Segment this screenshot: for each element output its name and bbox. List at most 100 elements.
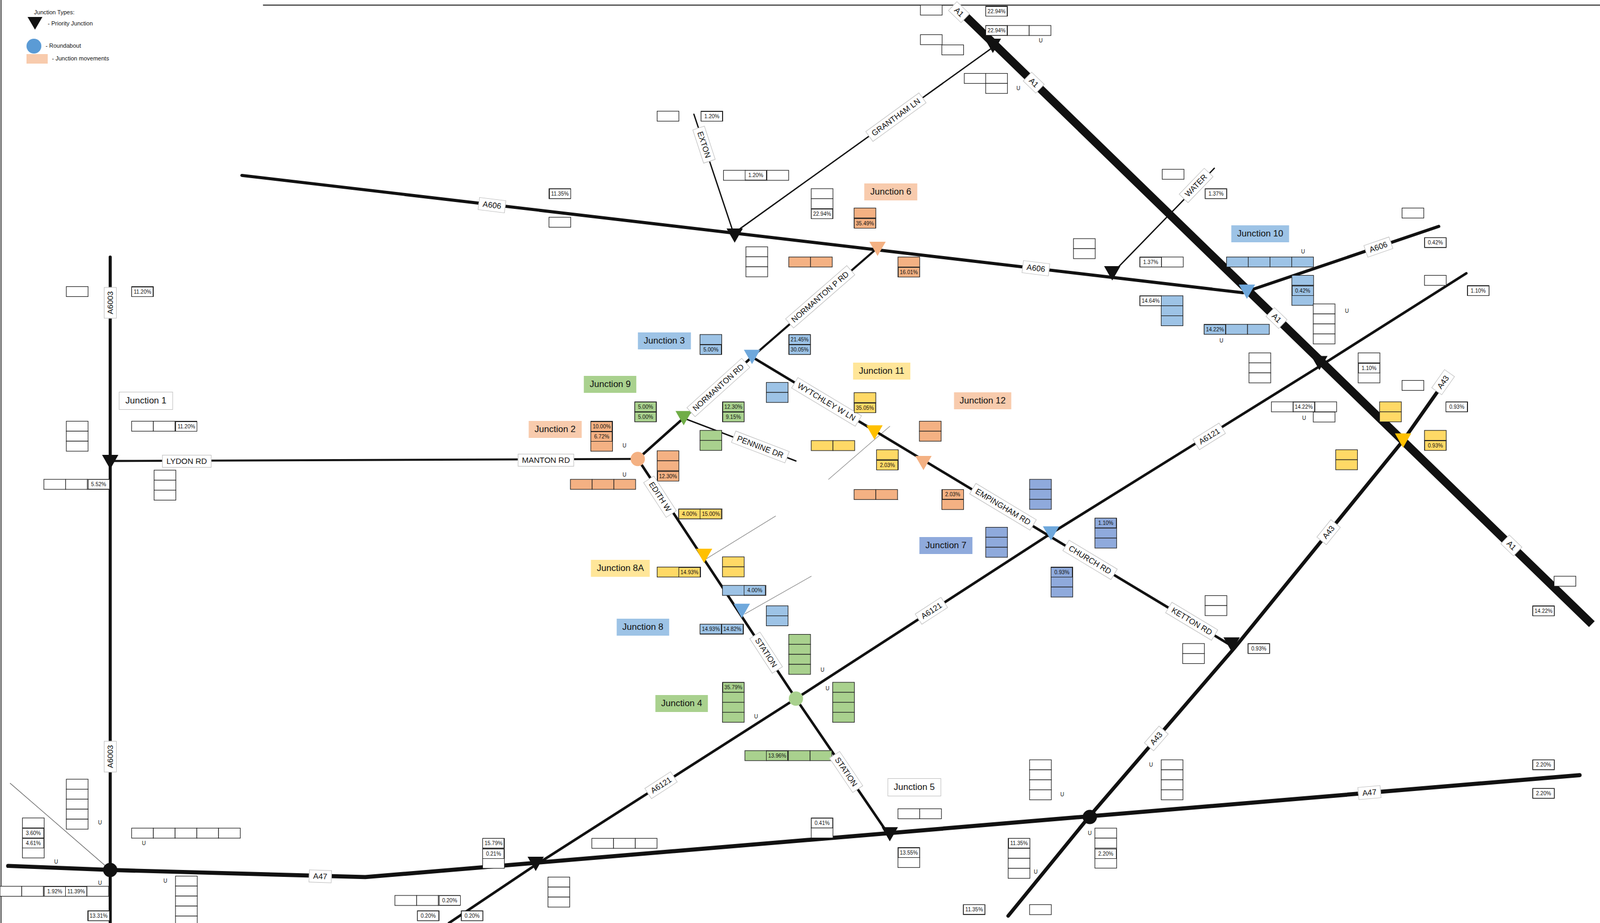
- count-cell: [1247, 324, 1270, 335]
- percentage-cell: 11.35%: [549, 188, 571, 199]
- count-cell: [1291, 275, 1314, 286]
- count-cell: [985, 73, 1008, 84]
- count-cell: [1467, 285, 1490, 296]
- legend-symbol: [26, 15, 44, 31]
- count-cell: [985, 537, 1008, 548]
- junction-label: Junction 8: [616, 618, 670, 636]
- count-cell: [832, 682, 855, 693]
- junction-label: Junction 9: [583, 375, 637, 393]
- grantham-ln-road: [734, 46, 996, 233]
- percentage-cell: 22.94%: [811, 208, 833, 219]
- junction-label: Junction 6: [864, 183, 918, 201]
- count-cell: [66, 286, 89, 297]
- road-name: A606: [477, 197, 507, 214]
- count-cell: [1291, 257, 1314, 268]
- count-cell: [154, 470, 177, 481]
- count-cell: [811, 440, 833, 451]
- count-cell: [722, 411, 745, 423]
- percentage-cell: 0.42%: [1424, 237, 1447, 248]
- count-cell: [174, 828, 197, 839]
- count-cell: [1271, 401, 1294, 412]
- count-cell: [175, 895, 198, 907]
- count-cell: [744, 750, 767, 761]
- road-name: NORMANTON P RD: [785, 265, 856, 329]
- road-name: GRANTHAM LN: [865, 92, 927, 143]
- count-cell: [745, 266, 768, 277]
- count-cell: [592, 479, 614, 490]
- count-cell: [196, 828, 219, 839]
- count-cell: [1008, 848, 1031, 859]
- percentage-cell: 4.00%: [743, 585, 766, 596]
- count-cell: [1182, 653, 1205, 664]
- percentage-cell: 0.41%: [811, 818, 833, 829]
- count-cell: [942, 499, 964, 510]
- count-cell: [1402, 207, 1424, 218]
- count-cell: [175, 885, 198, 896]
- count-cell: [1226, 257, 1249, 268]
- percentage-cell: 0.93%: [1247, 643, 1270, 654]
- count-cell: [590, 431, 613, 442]
- count-cell: [679, 567, 701, 578]
- guide-line: [10, 783, 111, 870]
- count-cell: [66, 421, 89, 432]
- road-name: EMPINGHAM RD: [969, 482, 1037, 531]
- count-cell: [1161, 305, 1183, 316]
- count-cell: [722, 566, 745, 577]
- junction-name: Junction 6: [870, 186, 912, 197]
- count-cell: [1094, 858, 1117, 869]
- road-name: PENNINE DR: [731, 430, 790, 463]
- count-cell: [788, 634, 811, 645]
- count-cell: [985, 527, 1008, 538]
- percentage-cell: 11.35%: [963, 904, 986, 915]
- count-cell: [788, 344, 811, 355]
- u-turn-mark: U: [1033, 868, 1038, 876]
- a606-road: [241, 175, 1243, 293]
- count-cell: [417, 910, 439, 921]
- percentage-cell: 5.00%: [634, 401, 657, 412]
- percentage-cell: 11.20%: [131, 286, 154, 297]
- count-cell: [699, 440, 722, 451]
- count-cell: [1445, 401, 1468, 412]
- road-name: EXTON: [692, 125, 716, 164]
- count-cell: [1073, 238, 1096, 249]
- percentage-cell: 4.61%: [22, 838, 45, 849]
- count-cell: [482, 838, 505, 849]
- percentage-cell: 2.20%: [1532, 759, 1555, 770]
- count-cell: [22, 818, 45, 829]
- priority-junction: [675, 410, 692, 426]
- count-cell: [854, 402, 876, 413]
- count-cell: [1050, 586, 1073, 597]
- count-cell: [1094, 848, 1117, 859]
- count-cell: [985, 547, 1008, 558]
- count-cell: [1291, 285, 1314, 296]
- priority-junction: [726, 228, 743, 243]
- count-cell: [745, 256, 768, 267]
- u-turn-mark: U: [754, 713, 759, 720]
- count-cell: [722, 702, 745, 713]
- count-cell: [898, 257, 920, 268]
- count-cell: [942, 489, 964, 500]
- count-cell: [854, 392, 876, 403]
- count-cell: [175, 916, 198, 923]
- legend-heading: Junction Types:: [33, 9, 75, 16]
- count-cell: [590, 421, 613, 432]
- percentage-cell: 2.03%: [876, 460, 899, 471]
- road-name: A606: [1021, 260, 1051, 277]
- priority-junction: [915, 455, 932, 471]
- count-cell: [1532, 605, 1555, 617]
- count-cell: [876, 449, 899, 460]
- count-cell: [832, 440, 855, 451]
- count-cell: [875, 489, 898, 500]
- count-cell: [590, 441, 613, 452]
- u-turn-mark: U: [1060, 791, 1065, 798]
- percentage-cell: 12.30%: [657, 471, 680, 482]
- junction-label: Junction 2: [528, 420, 582, 438]
- count-cell: [1249, 372, 1271, 383]
- u-turn-mark: U: [622, 471, 627, 479]
- count-cell: [1008, 858, 1031, 869]
- count-cell: [1291, 295, 1314, 306]
- count-cell: [548, 897, 570, 908]
- road-name: STATION: [829, 751, 864, 794]
- water-road: [1112, 168, 1215, 274]
- count-cell: [22, 838, 45, 849]
